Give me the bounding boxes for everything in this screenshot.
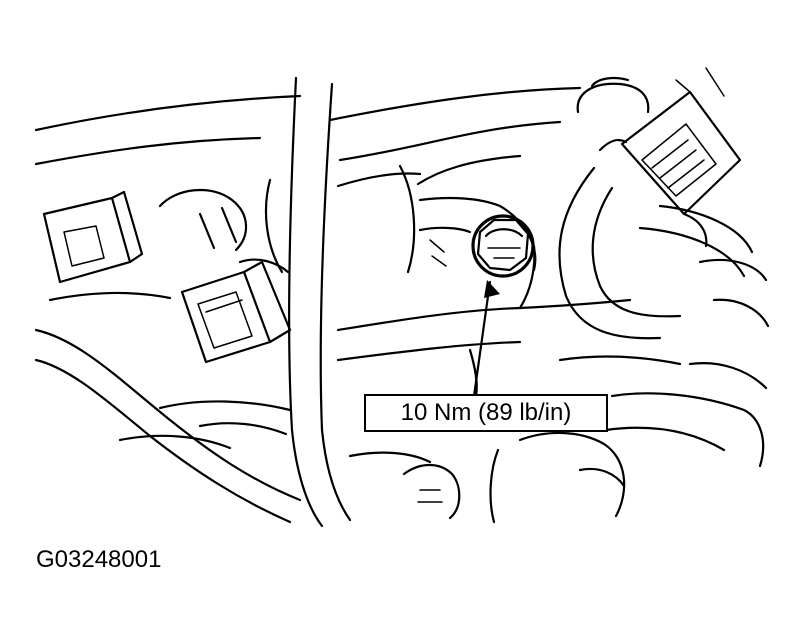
bracket-body xyxy=(336,164,632,362)
injector-center xyxy=(158,178,290,274)
lower-hose xyxy=(34,328,302,524)
boss-top-right xyxy=(576,76,650,114)
connector-center xyxy=(180,260,292,364)
hose-right xyxy=(558,166,754,340)
leader-arrow xyxy=(472,280,500,398)
connector-top-right xyxy=(598,67,742,248)
right-edge-parts xyxy=(688,258,770,390)
torque-spec-callout: 10 Nm (89 lb/in) xyxy=(364,394,608,432)
lower-right-parts xyxy=(348,348,765,524)
torque-spec-text: 10 Nm (89 lb/in) xyxy=(400,399,572,426)
connector-left xyxy=(42,190,172,302)
upper-panel xyxy=(34,86,582,186)
bolt xyxy=(471,214,535,278)
vertical-pipe xyxy=(287,76,352,528)
figure-code: G03248001 xyxy=(36,546,162,573)
